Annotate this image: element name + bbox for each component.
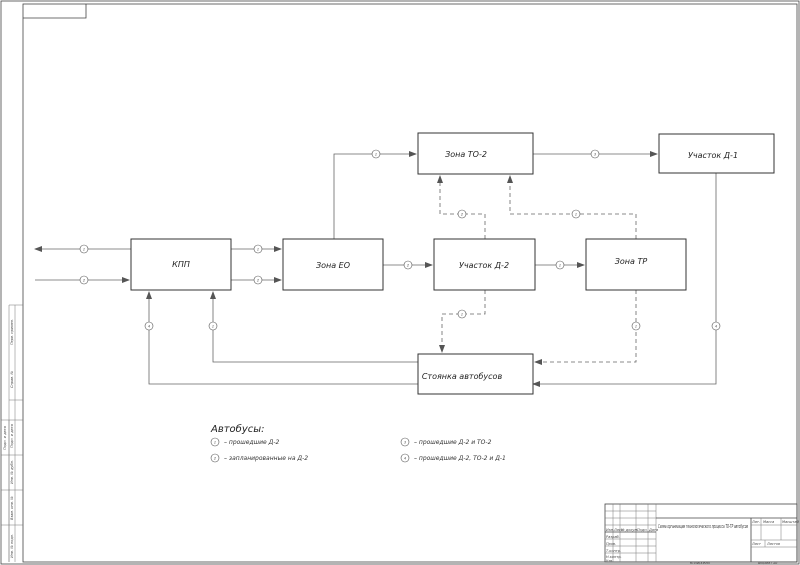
svg-text:1: 1 bbox=[257, 248, 259, 252]
tb-utv: Утв. bbox=[606, 559, 613, 563]
marker-park-kpp-4: 4 bbox=[144, 321, 154, 331]
tb-sign: Подп. bbox=[637, 528, 648, 532]
tb-tkontr: Т.контр. bbox=[606, 549, 621, 553]
side-stamp-label-3: Подп. и дата bbox=[10, 424, 14, 448]
side-stamp-label-2: Справ. № bbox=[10, 371, 14, 388]
tb-sheet: Лист bbox=[751, 542, 762, 546]
tb-copied: Копировал bbox=[690, 561, 711, 565]
svg-text:1: 1 bbox=[461, 313, 463, 317]
svg-text:3: 3 bbox=[404, 441, 406, 445]
tb-razrab: Разраб. bbox=[606, 535, 620, 539]
tb-nkontr: Н.контр. bbox=[606, 555, 622, 559]
tb-date: Дата bbox=[648, 528, 658, 532]
node-sector-d1-label: Участок Д-1 bbox=[688, 151, 738, 160]
svg-text:1: 1 bbox=[212, 325, 214, 329]
svg-text:1: 1 bbox=[214, 441, 216, 445]
svg-text:1: 1 bbox=[375, 153, 377, 157]
marker-d2-to2-2: 2 bbox=[457, 209, 467, 219]
legend-item-3: 3 – прошедшие Д-2 и ТО-2 bbox=[400, 437, 492, 447]
node-kpp-label: КПП bbox=[172, 260, 190, 269]
tb-list: Лист bbox=[613, 528, 624, 532]
svg-text:1: 1 bbox=[83, 248, 85, 252]
marker-eo-d2-2: 2 bbox=[403, 260, 413, 270]
marker-to2-d1-3: 3 bbox=[590, 149, 600, 159]
flow-markers: 1 2 1 2 2 1 3 1 2 1 1 1 4 4 1 bbox=[79, 149, 721, 331]
side-stamp: Перв. примен. Справ. № Подп. и дата Инв.… bbox=[0, 304, 23, 562]
side-stamp-label-1: Перв. примен. bbox=[10, 319, 14, 345]
tb-scale: Масштаб bbox=[782, 520, 799, 524]
marker-eo-to2-1: 1 bbox=[371, 149, 381, 159]
inner-frame bbox=[22, 3, 798, 563]
marker-in-2: 2 bbox=[79, 275, 89, 285]
node-sector-d2-label: Участок Д-2 bbox=[459, 261, 509, 270]
svg-text:– запланированные на Д-2: – запланированные на Д-2 bbox=[224, 455, 308, 462]
node-zone-eo: Зона ЕО bbox=[282, 238, 384, 291]
svg-text:– прошедшие Д-2 и ТО-2: – прошедшие Д-2 и ТО-2 bbox=[414, 439, 492, 446]
side-stamp-label-6: Подп. и дата bbox=[3, 426, 7, 450]
tb-mass: Масса bbox=[763, 520, 774, 524]
tb-izm: Изм. bbox=[606, 528, 614, 532]
legend: Автобусы: 1 – прошедшие Д-2 2 – запланир… bbox=[210, 423, 506, 463]
tb-format: Формат А1 bbox=[758, 561, 778, 565]
legend-item-4: 4 – прошедшие Д-2, ТО-2 и Д-1 bbox=[400, 453, 506, 463]
svg-text:3: 3 bbox=[594, 153, 596, 157]
tb-doc: № докум. bbox=[620, 528, 638, 532]
marker-kpp-eo-1: 1 bbox=[253, 244, 263, 254]
svg-text:– прошедшие Д-2, ТО-2 и Д-1: – прошедшие Д-2, ТО-2 и Д-1 bbox=[414, 455, 506, 462]
node-zone-eo-label: Зона ЕО bbox=[316, 261, 350, 270]
tb-sheets: Листов bbox=[766, 542, 780, 546]
svg-text:1: 1 bbox=[559, 264, 561, 268]
side-stamp-label-7: Инв. № подл. bbox=[10, 534, 14, 558]
marker-tr-park-1: 1 bbox=[631, 321, 641, 331]
node-zone-tr: Зона ТР bbox=[585, 238, 687, 291]
marker-d2-tr-1: 1 bbox=[555, 260, 565, 270]
title-block: Изм. Лист № докум. Подп. Дата Разраб. Пр… bbox=[604, 503, 799, 563]
marker-d1-park-4: 4 bbox=[711, 321, 721, 331]
legend-item-1: 1 – прошедшие Д-2 bbox=[210, 437, 279, 447]
node-sector-d2: Участок Д-2 bbox=[433, 238, 536, 291]
svg-text:2: 2 bbox=[214, 457, 217, 461]
svg-text:4: 4 bbox=[404, 457, 406, 461]
marker-d2-park-1: 1 bbox=[457, 309, 467, 319]
svg-text:2: 2 bbox=[257, 279, 260, 283]
legend-item-2: 2 – запланированные на Д-2 bbox=[210, 453, 308, 463]
marker-out-1: 1 bbox=[79, 244, 89, 254]
svg-text:4: 4 bbox=[715, 325, 717, 329]
svg-text:1: 1 bbox=[575, 213, 577, 217]
svg-text:– прошедшие Д-2: – прошедшие Д-2 bbox=[224, 439, 279, 446]
tb-lit: Лит. bbox=[751, 520, 760, 524]
node-zone-to2-label: Зона ТО-2 bbox=[445, 150, 487, 159]
marker-kpp-eo-2: 2 bbox=[253, 275, 263, 285]
svg-text:2: 2 bbox=[407, 264, 410, 268]
legend-title: Автобусы: bbox=[210, 423, 265, 435]
top-left-box bbox=[23, 4, 87, 19]
tb-prov: Пров. bbox=[606, 542, 616, 546]
side-stamp-label-4: Инв. № дубл. bbox=[10, 460, 14, 484]
side-stamp-label-5: Взам. инв. № bbox=[10, 496, 14, 520]
svg-text:2: 2 bbox=[83, 279, 86, 283]
drawing-title: Схема организации технологического проце… bbox=[658, 524, 748, 530]
svg-text:1: 1 bbox=[635, 325, 637, 329]
marker-park-kpp-1: 1 bbox=[208, 321, 218, 331]
svg-text:4: 4 bbox=[148, 325, 150, 329]
node-parking-label: Стоянка автобусов bbox=[422, 372, 503, 381]
node-zone-to2: Зона ТО-2 bbox=[417, 132, 534, 175]
node-zone-tr-label: Зона ТР bbox=[615, 257, 648, 266]
node-parking: Стоянка автобусов bbox=[417, 353, 534, 395]
node-sector-d1: Участок Д-1 bbox=[658, 133, 775, 174]
svg-text:2: 2 bbox=[461, 213, 464, 217]
node-kpp: КПП bbox=[130, 238, 232, 291]
marker-tr-to2-1: 1 bbox=[571, 209, 581, 219]
